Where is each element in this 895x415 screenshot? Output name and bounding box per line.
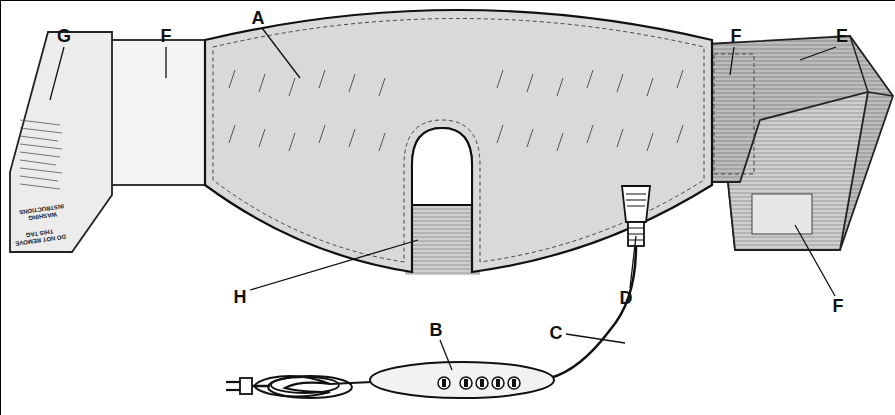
cord-connector	[622, 186, 650, 222]
callout-letter: C	[550, 324, 563, 342]
washing-tag	[10, 32, 112, 252]
elastic-strap	[706, 36, 893, 250]
callout-letter: D	[620, 289, 633, 307]
controller	[370, 362, 554, 398]
velcro-patch	[752, 194, 812, 234]
callout-letter: F	[731, 27, 742, 45]
heating-pad	[205, 10, 712, 272]
callout-letter: A	[252, 9, 265, 27]
callout-letter: H	[234, 288, 247, 306]
callout-letter: E	[836, 27, 848, 45]
velcro-patch	[714, 54, 754, 174]
power-cord	[550, 246, 636, 378]
wall-plug	[240, 378, 252, 394]
callout-letter: G	[57, 27, 71, 45]
left-strap	[108, 40, 210, 185]
leader-lines	[50, 28, 836, 370]
callout-letter: B	[430, 321, 443, 339]
callout-letter: F	[833, 297, 844, 315]
callout-letter: F	[161, 27, 172, 45]
